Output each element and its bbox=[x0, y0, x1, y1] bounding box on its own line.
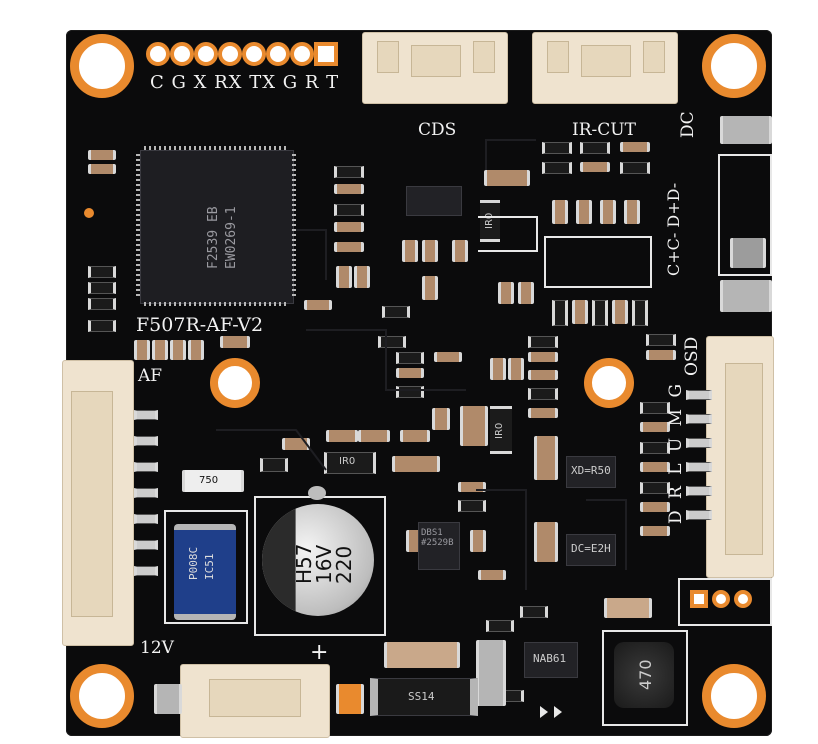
inductor-470-outline bbox=[602, 630, 688, 726]
diode-ss14: SS14 bbox=[370, 678, 478, 716]
resistor-750: 750 bbox=[182, 470, 244, 492]
sot-chip-top bbox=[406, 186, 462, 216]
ir-part-2: IR0 bbox=[490, 406, 512, 454]
mounting-hole-mid-left bbox=[210, 358, 260, 408]
cds-connector bbox=[362, 32, 508, 104]
ircut-connector bbox=[532, 32, 678, 104]
mounting-hole-mid-right bbox=[584, 358, 634, 408]
relay-outline bbox=[544, 236, 652, 288]
ic-nab61: NAB61 bbox=[524, 642, 578, 678]
main-processor-chip: EW0269-1 F2539 EB bbox=[140, 150, 294, 304]
electrolytic-capacitor: 220 16V H57 bbox=[262, 504, 374, 616]
ic-xd-r50: XD=R50 bbox=[566, 456, 616, 488]
mounting-hole-bottom-left bbox=[70, 664, 134, 728]
power-plus-label: + bbox=[310, 640, 329, 665]
osd-connector bbox=[706, 336, 774, 578]
dc-connector-outline bbox=[718, 154, 772, 276]
cds-label: CDS bbox=[418, 120, 457, 140]
af-label: AF bbox=[138, 366, 163, 386]
inductor-470: 470 bbox=[614, 642, 674, 708]
power-connector bbox=[180, 664, 330, 738]
mounting-hole-bottom-right bbox=[702, 664, 766, 728]
three-pin-header bbox=[678, 578, 772, 626]
mounting-hole-top-right bbox=[702, 34, 766, 98]
board-name-label: F507R-AF-V2 bbox=[136, 314, 264, 336]
ircut-label: IR-CUT bbox=[572, 120, 636, 140]
pcb-traces bbox=[216, 139, 627, 718]
af-connector bbox=[62, 360, 134, 646]
tantalum-capacitor: IC51 P008C bbox=[164, 510, 248, 624]
power-label: 12V bbox=[140, 638, 174, 658]
pcb-board: C G X RX TX G R T CDS IR-CUT DC C+C- D+D… bbox=[62, 30, 774, 738]
ic-dc-e2h: DC=E2H bbox=[566, 534, 616, 566]
ir-part-1: IR0 bbox=[480, 200, 500, 242]
header-pin-labels: C G X RX TX G R T bbox=[150, 72, 340, 93]
ir-outline bbox=[478, 216, 538, 252]
chip-indicator-dot bbox=[84, 208, 94, 218]
mounting-hole-top-left bbox=[70, 34, 134, 98]
ir-part-3: IR0 bbox=[324, 452, 376, 474]
ic-dbs1: DBS1 #2529B bbox=[418, 522, 460, 570]
